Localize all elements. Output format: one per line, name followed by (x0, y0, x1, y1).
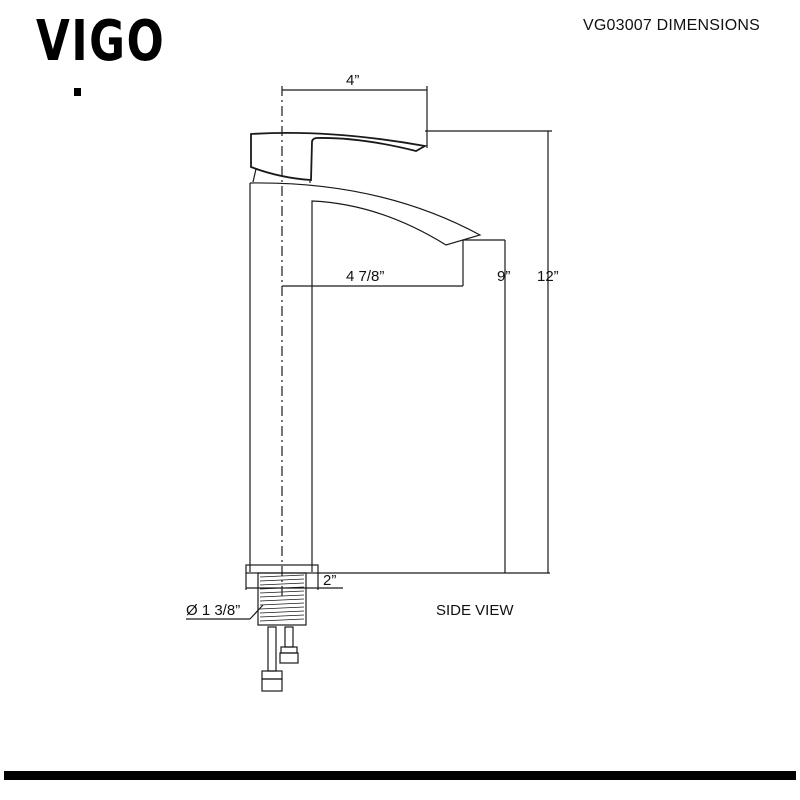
view-label: SIDE VIEW (436, 602, 514, 619)
document-title: VG03007 DIMENSIONS (583, 17, 760, 34)
dimension-shank-diameter: Ø 1 3/8” (186, 602, 241, 619)
footer-bar (4, 771, 796, 780)
dimension-spout-reach: 4 7/8” (346, 268, 385, 285)
faucet-body (249, 182, 482, 572)
supply-line-1 (267, 626, 277, 672)
supply-line-2 (284, 626, 294, 648)
dimension-total-height: 12” (537, 268, 559, 285)
brand-logo: VIGO (36, 9, 166, 74)
dimension-handle-reach: 4” (346, 72, 360, 89)
logo-dot-accent (74, 88, 81, 96)
dimension-spout-height: 9” (497, 268, 511, 285)
faucet-handle (250, 131, 428, 181)
dimension-base-thickness: 2” (323, 572, 337, 589)
threaded-shank (257, 572, 307, 626)
